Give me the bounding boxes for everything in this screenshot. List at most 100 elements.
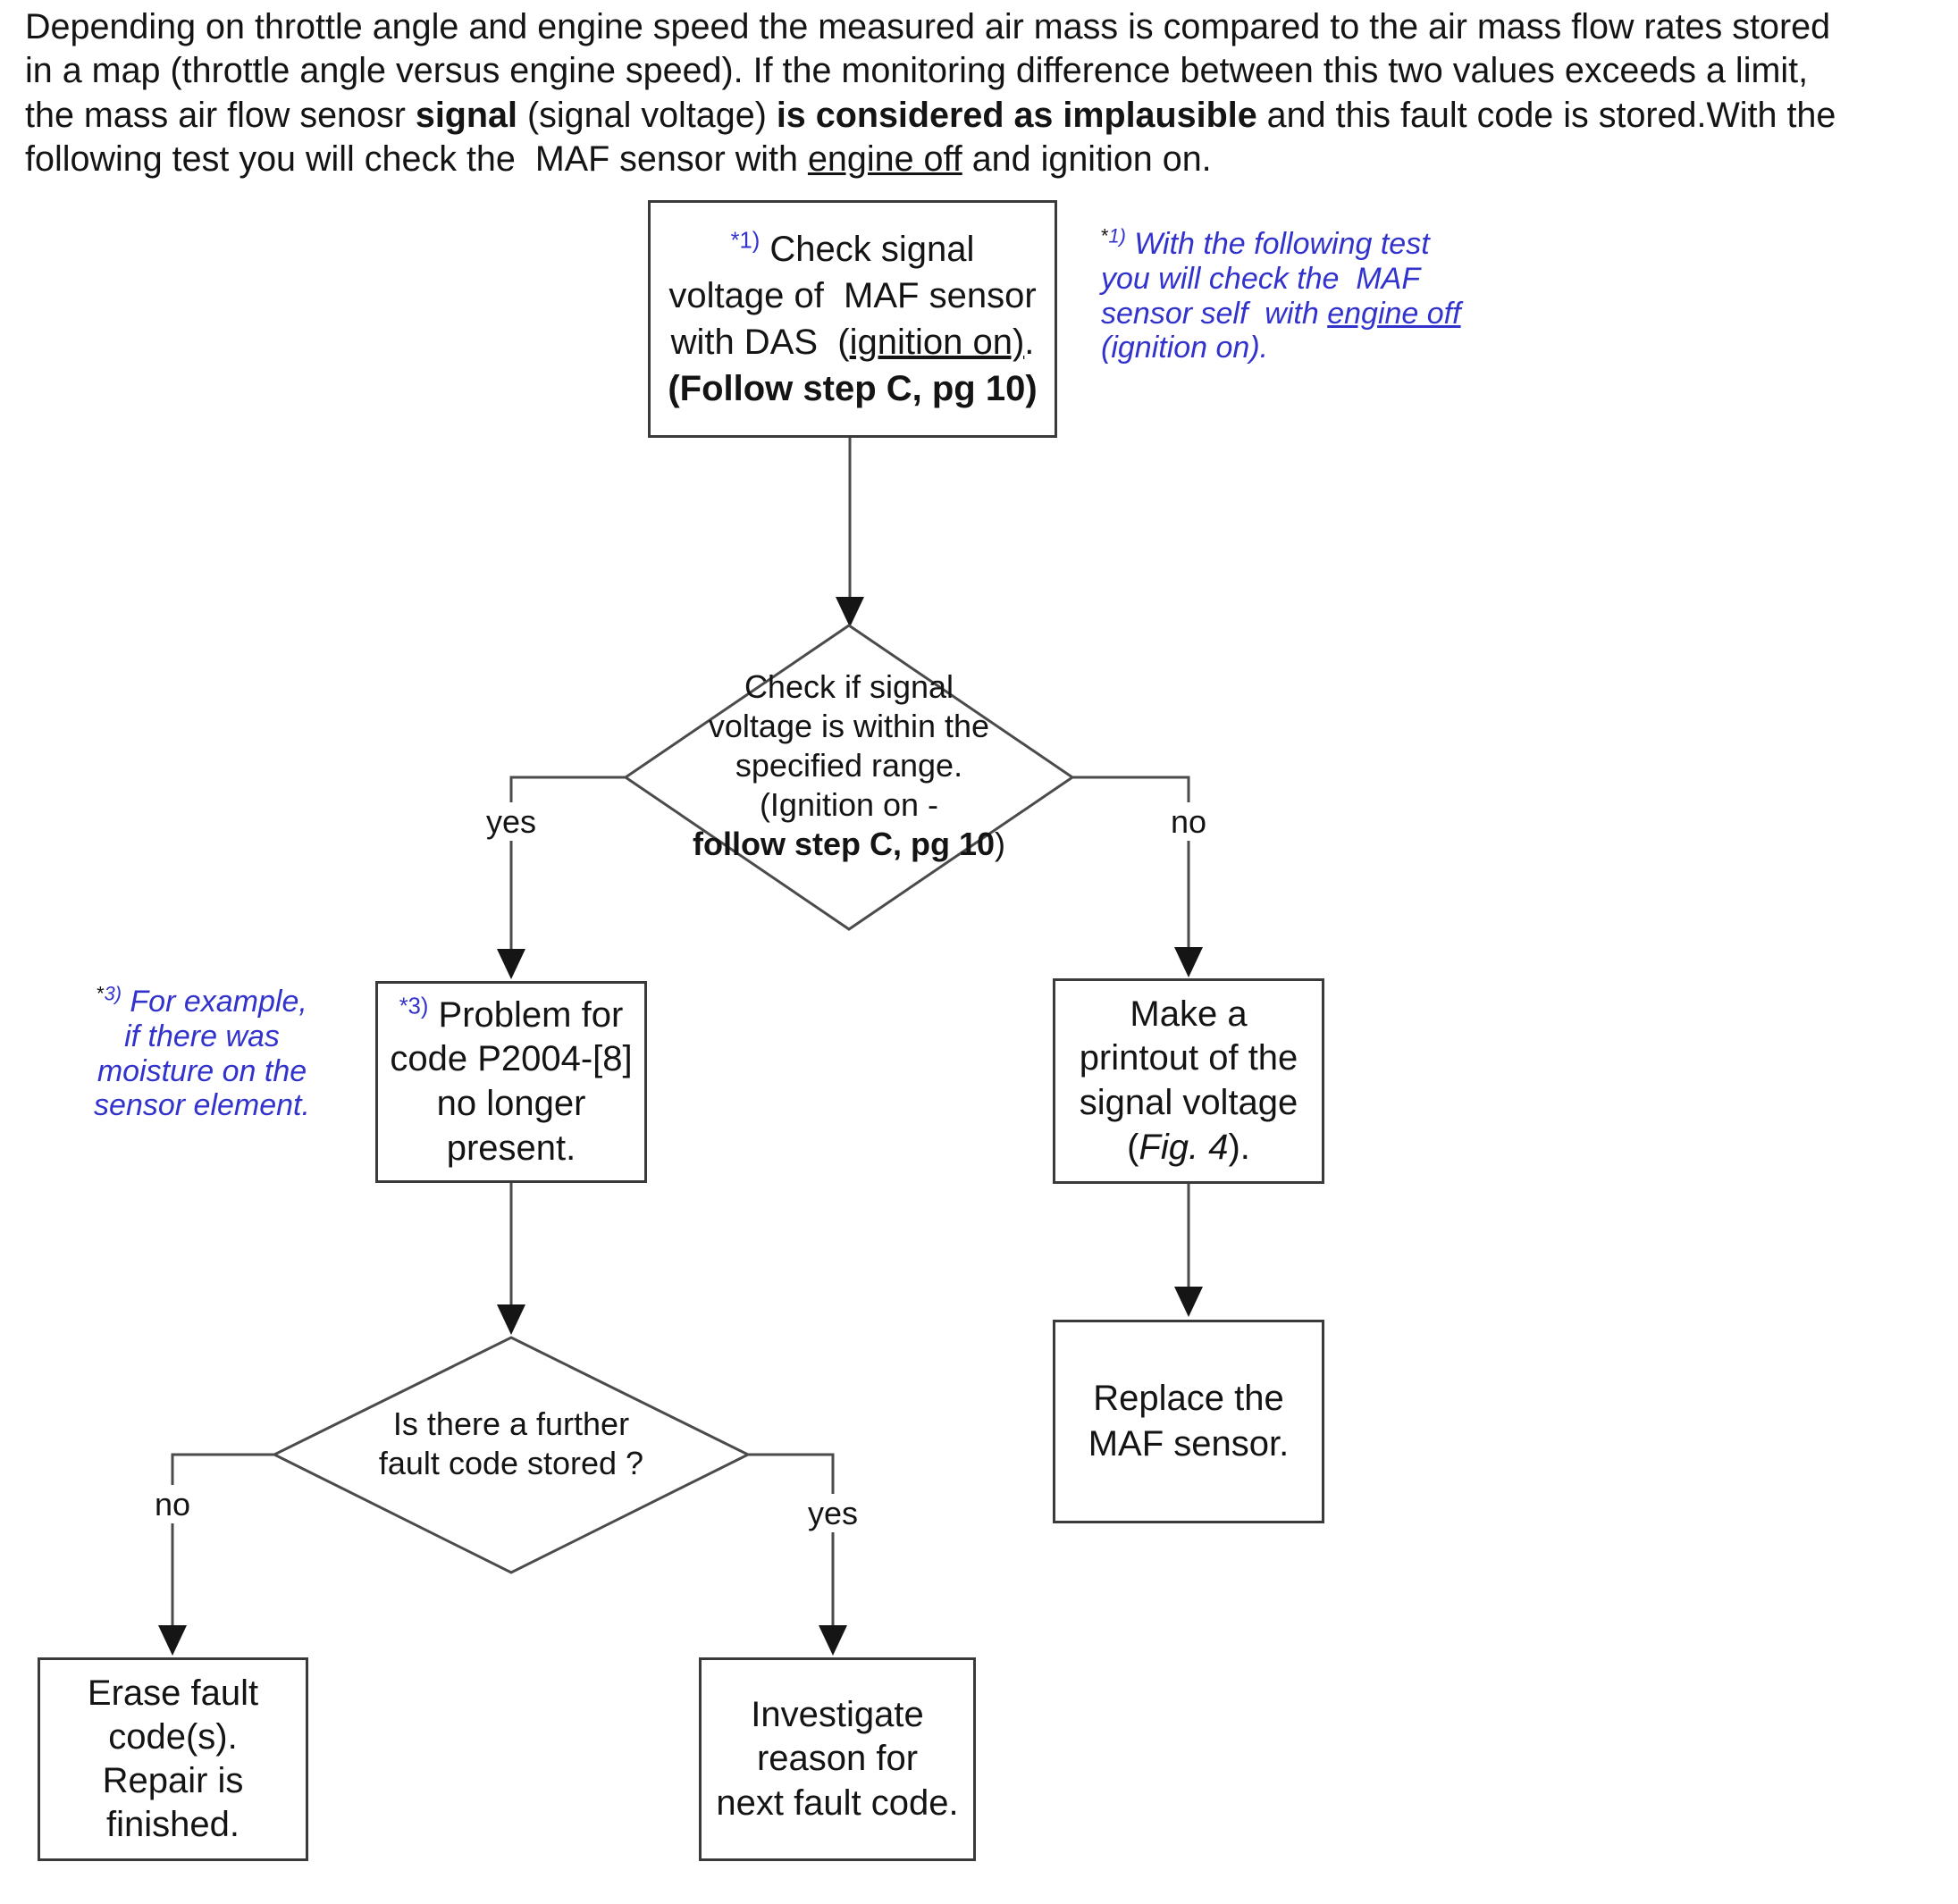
text-segment: Fig. 4	[1139, 1127, 1229, 1167]
text-line: next fault code.	[702, 1782, 973, 1826]
text-segment: ).	[1228, 1127, 1250, 1167]
text-segment: *	[97, 982, 105, 1005]
text-line: *3) Problem for	[378, 994, 644, 1038]
text-line: code(s).	[40, 1715, 306, 1759]
text-segment: moisture on the	[97, 1053, 307, 1088]
text-line: Check if signal	[626, 667, 1072, 707]
text-segment: engine off	[807, 139, 962, 180]
text-segment: follow step C, pg 10	[692, 825, 996, 862]
text-segment: if there was	[124, 1019, 280, 1053]
text-segment: Investigate	[751, 1694, 924, 1734]
text-segment: no longer	[436, 1084, 586, 1123]
text-line: Is there a further	[301, 1405, 721, 1444]
text-line: you will check the MAF	[1101, 262, 1521, 297]
text-segment: MAF sensor.	[1088, 1424, 1290, 1464]
arrowhead-down-icon	[836, 597, 864, 627]
text-segment: Make a	[1130, 994, 1248, 1034]
text-line: Investigate	[702, 1693, 973, 1738]
text-segment: fault code stored ?	[378, 1444, 644, 1481]
text-line: sensor element.	[80, 1088, 324, 1123]
text-segment: in a map (throttle angle versus engine s…	[25, 51, 1809, 91]
text-segment: code(s).	[108, 1717, 238, 1757]
text-segment: is considered as implausible	[776, 95, 1257, 135]
text-segment: and ignition on.	[962, 139, 1212, 180]
flow-box-check-signal-voltage: *1) Check signal voltage of MAF sensor wit…	[648, 200, 1057, 438]
text-line: fault code stored ?	[301, 1444, 721, 1483]
text-segment: ignition on)	[849, 323, 1025, 362]
text-line: with DAS (ignition on).	[651, 319, 1055, 365]
text-segment: code P2004-[8]	[390, 1039, 633, 1079]
text-segment: finished.	[106, 1804, 239, 1844]
text-segment: engine off	[1327, 296, 1461, 331]
text-segment: you will check the MAF	[1101, 261, 1421, 296]
text-segment: sensor self with	[1101, 296, 1328, 331]
connector-line-yes	[748, 1453, 835, 1628]
text-line: specified range.	[626, 746, 1072, 785]
decision-diamond-shape	[271, 1336, 752, 1574]
text-segment: next fault code.	[716, 1782, 959, 1823]
text-segment: For example,	[121, 985, 307, 1019]
text-line: moisture on the	[80, 1054, 324, 1089]
text-line: if there was	[80, 1019, 324, 1054]
arrowhead-down-icon	[158, 1625, 187, 1656]
text-line: follow step C, pg 10)	[626, 825, 1072, 864]
text-segment: following test you will check the MAF se…	[25, 139, 808, 180]
text-segment: Depending on throttle angle and engine s…	[25, 7, 1831, 46]
branch-label-no: no	[1161, 802, 1216, 842]
text-segment: and this fault code is stored.With the	[1256, 95, 1836, 135]
text-line: *1) With the following test	[1101, 224, 1521, 262]
text-line: signal voltage	[1055, 1081, 1322, 1126]
text-line: Repair is	[40, 1759, 306, 1803]
text-segment: With the following test	[1125, 227, 1430, 261]
text-segment: Is there a further	[392, 1405, 630, 1442]
text-segment: 3)	[104, 982, 122, 1005]
text-segment: *1)	[730, 228, 761, 254]
text-line: (Follow step C, pg 10)	[651, 365, 1055, 412]
text-line: MAF sensor.	[1055, 1422, 1322, 1467]
text-segment: printout of the	[1079, 1038, 1298, 1078]
arrowhead-down-icon	[1174, 1287, 1203, 1317]
text-segment: reason for	[756, 1739, 919, 1779]
text-segment: )	[995, 825, 1006, 862]
decision-diamond-shape	[623, 624, 1075, 931]
text-segment: *	[1101, 224, 1109, 247]
text-segment: (Ignition on -	[759, 785, 939, 823]
text-line: *3) For example,	[80, 982, 324, 1019]
text-segment: (	[1127, 1127, 1139, 1167]
text-line: code P2004-[8]	[378, 1037, 644, 1082]
text-line: (Ignition on -	[626, 785, 1072, 825]
connector-line-no	[1072, 776, 1190, 952]
text-segment: Problem for	[428, 994, 624, 1035]
text-line: present.	[378, 1127, 644, 1171]
text-segment: (signal voltage)	[517, 95, 777, 135]
text-segment: present.	[446, 1128, 576, 1168]
text-segment: Check signal	[760, 230, 975, 269]
text-line: (ignition on).	[1101, 331, 1521, 365]
arrowhead-down-icon	[1174, 947, 1203, 977]
text-line: finished.	[40, 1803, 306, 1847]
text-line: Erase fault	[40, 1672, 306, 1715]
text-line: Make a	[1055, 993, 1322, 1037]
text-segment: voltage of MAF sensor	[668, 276, 1037, 315]
text-segment: Replace the	[1093, 1378, 1284, 1418]
intro-paragraph: Depending on throttle angle and engine s…	[25, 5, 1948, 182]
branch-label-yes: yes	[476, 802, 546, 842]
text-line: reason for	[702, 1737, 973, 1782]
text-segment: Repair is	[102, 1761, 244, 1800]
arrowhead-down-icon	[819, 1625, 847, 1656]
text-segment: (ignition on).	[1101, 331, 1269, 365]
text-segment: Erase fault	[87, 1673, 259, 1714]
connector-line-no	[171, 1453, 274, 1628]
text-segment: the mass air flow senosr	[25, 95, 416, 135]
branch-label-no: no	[145, 1485, 200, 1524]
connector-line-yes	[509, 776, 626, 952]
text-line: no longer	[378, 1082, 644, 1127]
text-line: Replace the	[1055, 1376, 1322, 1422]
